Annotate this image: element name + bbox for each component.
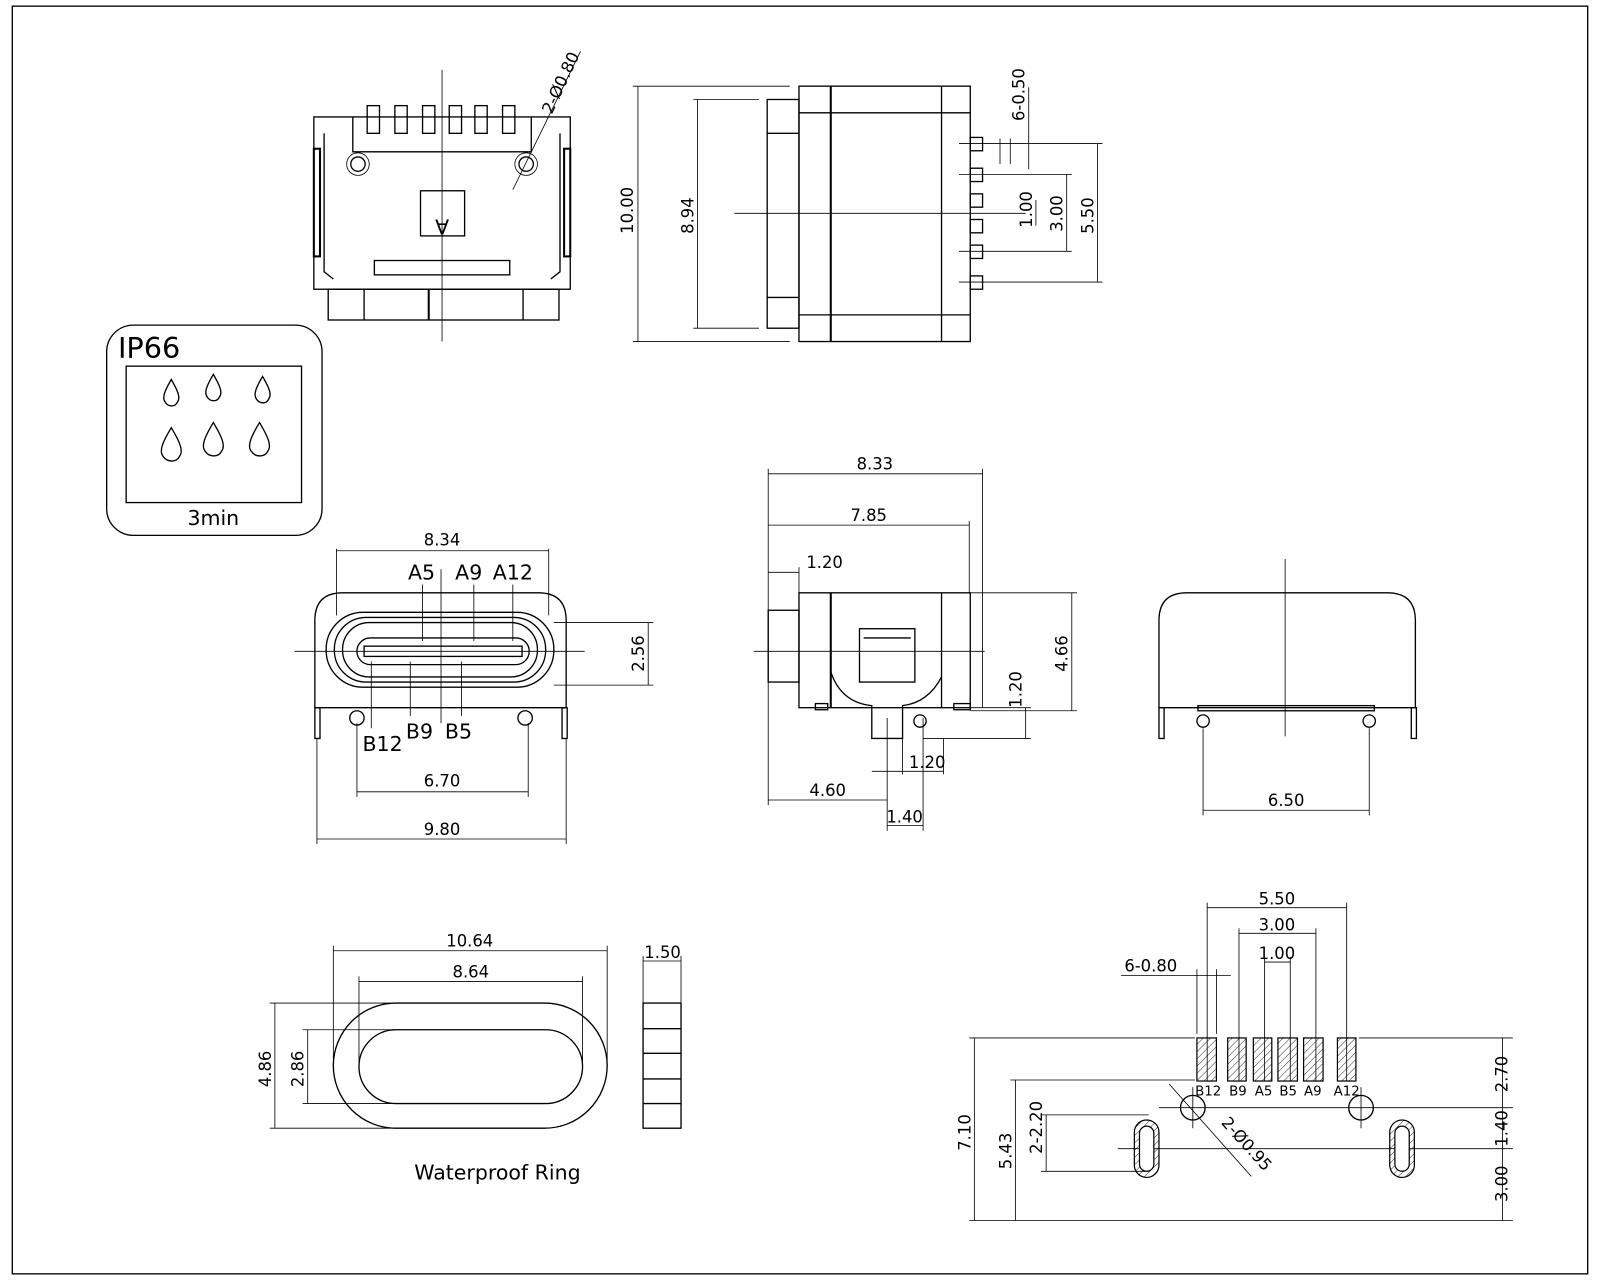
dim-1-20-bottom: 1.20: [909, 753, 946, 772]
back-view: 6.50: [1158, 558, 1418, 816]
hole-callout: 2-Ø0.80: [538, 49, 583, 117]
sheet-border: [11, 5, 1589, 1275]
dim-1-20-right: 1.20: [1007, 671, 1026, 708]
front-view: 8.34 2.56 6.70 9.80 A5 A9 A12 B12 B9 B5: [294, 531, 654, 845]
ip66-badge: IP66 3min: [105, 324, 323, 537]
side-view-mid: 8.33 7.85 1.20 4.66 1.20 1.20 4.60 1.40: [753, 455, 1077, 831]
pin-label-b9: B9: [406, 719, 433, 743]
dim-4-66: 4.66: [1053, 635, 1072, 672]
dim-2-86: 2.86: [289, 1051, 308, 1088]
dim-4-60: 4.60: [809, 781, 846, 800]
fp-pad-a12: A12: [1334, 1084, 1360, 1099]
dim-6-70: 6.70: [424, 772, 461, 791]
dim-3-00: 3.00: [1048, 195, 1067, 232]
pin-callout: 6-0.50: [1010, 68, 1029, 121]
waterproof-ring: 10.64 8.64 4.86 2.86 1.50 Waterproof Rin…: [256, 932, 682, 1184]
top-view: A 2-Ø0.80: [312, 49, 583, 342]
dim-8-94: 8.94: [678, 197, 697, 234]
ip-duration: 3min: [187, 506, 239, 530]
fp-dim-3-00b: 3.00: [1493, 1166, 1512, 1203]
dim-2-56: 2.56: [629, 635, 648, 672]
dim-9-80: 9.80: [424, 820, 461, 839]
fp-slot-callout: 2-2.20: [1027, 1101, 1046, 1154]
pin-label-a9: A9: [455, 560, 482, 584]
dim-6-50: 6.50: [1268, 791, 1305, 810]
pin-label-b12: B12: [362, 732, 402, 756]
dim-1-00: 1.00: [1017, 191, 1036, 228]
dim-10-64: 10.64: [446, 932, 493, 951]
fp-pad-a9: A9: [1304, 1084, 1322, 1099]
dim-1-20-top: 1.20: [806, 553, 843, 572]
dim-7-85: 7.85: [850, 506, 887, 525]
dim-1-40: 1.40: [886, 808, 923, 827]
pin-label-a5: A5: [408, 560, 435, 584]
fp-pad-b12: B12: [1195, 1084, 1221, 1099]
fp-hole-callout: 2-Ø0.95: [1218, 1113, 1276, 1175]
dim-8-64: 8.64: [453, 962, 490, 981]
fp-dim-5-43: 5.43: [996, 1133, 1015, 1170]
fp-dim-5-50: 5.50: [1259, 890, 1296, 909]
dim-8-34: 8.34: [424, 531, 461, 550]
ip-rating: IP66: [118, 331, 180, 365]
pin-label-a12: A12: [493, 560, 533, 584]
water-drop-icons: [160, 373, 271, 462]
fp-pad-a5: A5: [1255, 1084, 1273, 1099]
dim-10-00: 10.00: [618, 187, 637, 234]
fp-dim-1-40: 1.40: [1493, 1110, 1512, 1147]
side-view-top: 10.00 8.94 5.50 3.00 1.00 6-0.50: [618, 68, 1103, 343]
dim-4-86: 4.86: [256, 1051, 275, 1088]
fp-dim-1-00: 1.00: [1259, 944, 1296, 963]
dim-5-50: 5.50: [1078, 197, 1097, 234]
pcb-footprint: 5.50 3.00 1.00 6-0.80 B12 B9 A5 B5 A9 A1…: [955, 890, 1513, 1221]
pin-label-b5: B5: [445, 719, 472, 743]
fp-pad-callout: 6-0.80: [1124, 956, 1177, 975]
fp-pad-b5: B5: [1279, 1084, 1297, 1099]
dim-1-50: 1.50: [644, 943, 681, 962]
dim-8-33: 8.33: [857, 455, 894, 474]
fp-dim-3-00: 3.00: [1259, 915, 1296, 934]
fp-pad-b9: B9: [1229, 1084, 1247, 1099]
ring-caption: Waterproof Ring: [414, 1160, 580, 1184]
fp-dim-7-10: 7.10: [955, 1114, 974, 1151]
fp-dim-2-70: 2.70: [1493, 1056, 1512, 1093]
